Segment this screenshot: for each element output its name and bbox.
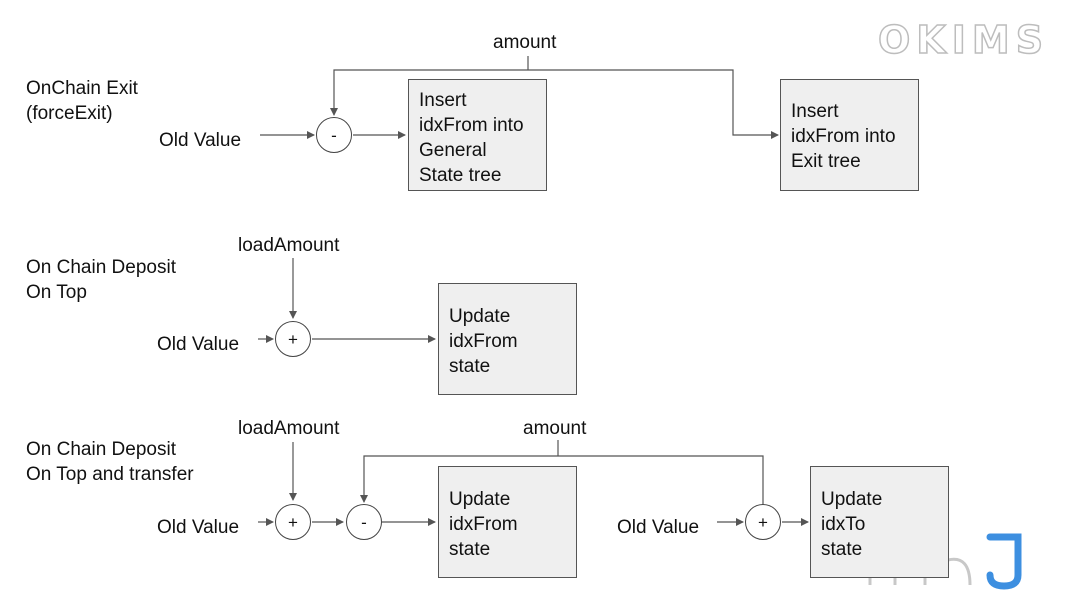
- row2-plus-operator: +: [275, 321, 311, 357]
- row2-title-line1: On Chain Deposit: [26, 257, 176, 278]
- row3-amount-label: amount: [523, 418, 587, 439]
- row2-title-line2: On Top: [26, 282, 87, 303]
- box-line: state: [449, 356, 491, 377]
- row2-loadamount-label: loadAmount: [238, 235, 340, 256]
- box-line: Exit tree: [791, 151, 861, 172]
- box-line: state: [449, 539, 491, 560]
- row1-title-line2: (forceExit): [26, 103, 113, 124]
- logo-blue-mark: [986, 533, 1022, 590]
- box-line: General: [419, 140, 487, 161]
- row1-insert-exit-box: Insert idxFrom into Exit tree: [780, 79, 919, 191]
- box-line: Insert: [791, 101, 839, 122]
- row3-title-line1: On Chain Deposit: [26, 439, 176, 460]
- okims-watermark: OKIMS: [877, 17, 1050, 63]
- row1-old-value-label: Old Value: [159, 130, 242, 151]
- box-line: idxFrom into: [419, 115, 524, 136]
- row3-title-line2: On Top and transfer: [26, 464, 194, 485]
- box-line: idxFrom: [449, 514, 518, 535]
- row3-loadamount-label: loadAmount: [238, 418, 340, 439]
- row1-title-line1: OnChain Exit: [26, 78, 138, 99]
- row1-insert-general-box: Insert idxFrom into General State tree: [408, 79, 547, 191]
- box-line: state: [821, 539, 863, 560]
- row3-update-idxto-box: Update idxTo state: [810, 466, 949, 578]
- row3-minus-operator: -: [346, 504, 382, 540]
- row2-old-value-label: Old Value: [157, 334, 240, 355]
- wire-amount-loop: [360, 455, 764, 504]
- box-line: Update: [449, 489, 511, 510]
- row3-old-value-label: Old Value: [157, 517, 240, 538]
- row3-update-idxfrom-box: Update idxFrom state: [438, 466, 577, 578]
- box-line: Update: [821, 489, 883, 510]
- box-line: Insert: [419, 90, 467, 111]
- wire-amount-to-exit-box: [528, 69, 779, 139]
- row2-update-idxfrom-box: Update idxFrom state: [438, 283, 577, 395]
- row1-amount-label: amount: [493, 32, 557, 53]
- box-line: State tree: [419, 165, 502, 186]
- box-line: idxFrom into: [791, 126, 896, 147]
- row3-old-value-label-2: Old Value: [617, 517, 700, 538]
- row3-plus-operator-2: +: [745, 504, 781, 540]
- row3-plus-operator: +: [275, 504, 311, 540]
- row1-minus-operator: -: [316, 117, 352, 153]
- box-line: idxFrom: [449, 331, 518, 352]
- box-line: Update: [449, 306, 511, 327]
- wire-amount-to-minus: [330, 69, 528, 116]
- box-line: idxTo: [821, 514, 866, 535]
